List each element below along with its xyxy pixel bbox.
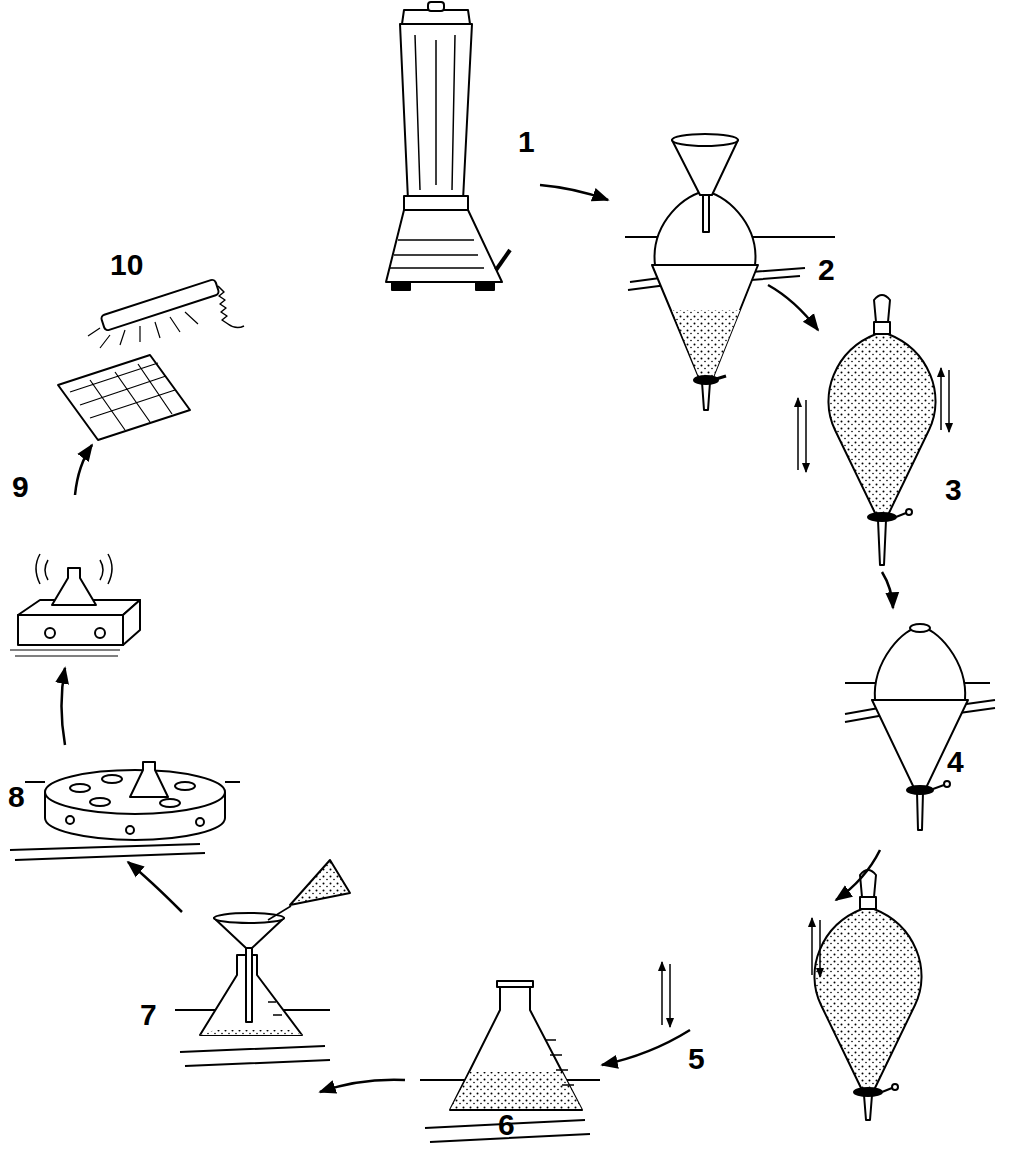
separatory-funnel [814, 870, 921, 1120]
callout-number: 5 [688, 1042, 705, 1076]
separatory-funnel-stand [845, 624, 995, 830]
blender [386, 2, 510, 290]
separatory-funnel [828, 295, 935, 565]
erlenmeyer-flask [420, 981, 600, 1142]
rotary-shaker [10, 762, 240, 860]
callout-number: 4 [947, 745, 964, 779]
callout-number: 6 [498, 1108, 515, 1142]
callout-number: 10 [110, 248, 143, 282]
callout-number: 2 [818, 253, 835, 287]
shaker-box [10, 554, 140, 656]
filter-funnel-station [625, 134, 835, 410]
shake-arrows [662, 368, 949, 1027]
step-arrows [62, 185, 894, 1092]
callout-number: 9 [12, 470, 29, 504]
callout-number: 8 [8, 780, 25, 814]
filtration-flask [175, 860, 350, 1066]
callout-number: 7 [140, 998, 157, 1032]
callout-number: 1 [518, 125, 535, 159]
callout-number: 3 [945, 473, 962, 507]
uv-lamp-tlc-plate [58, 279, 244, 440]
